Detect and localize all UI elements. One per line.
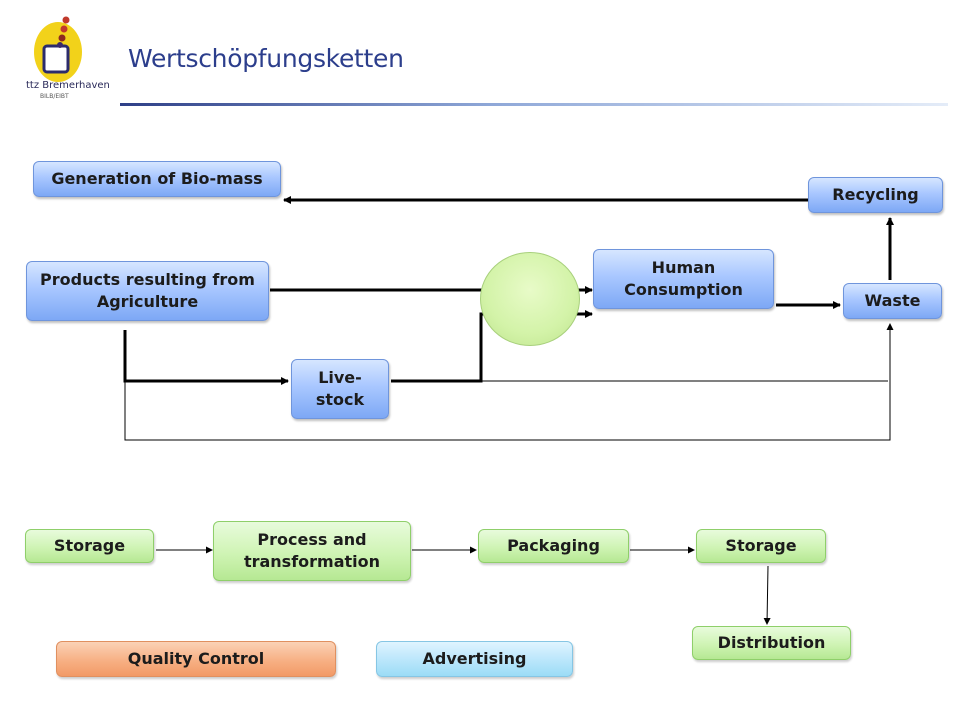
title-divider (120, 103, 948, 106)
arrow-products-to-livestock (123, 330, 289, 385)
box-human-consumption: Human Consumption (593, 249, 774, 309)
box-packaging: Packaging (478, 529, 629, 563)
box-waste: Waste (843, 283, 942, 319)
box-advertising: Advertising (376, 641, 573, 677)
logo-text: ttz Bremerhaven (26, 80, 110, 91)
box-livestock: Live-stock (291, 359, 389, 419)
box-generation-biomass: Generation of Bio-mass (33, 161, 281, 197)
logo-subtext: BILB/EIBT (40, 93, 69, 100)
box-distribution: Distribution (692, 626, 851, 660)
box-quality-control: Quality Control (56, 641, 336, 677)
box-storage-2: Storage (696, 529, 826, 563)
box-process-transformation: Process and transformation (213, 521, 411, 581)
circle-node (480, 252, 580, 346)
ttz-logo (22, 12, 102, 104)
box-products-agriculture: Products resulting from Agriculture (26, 261, 269, 321)
box-storage-1: Storage (25, 529, 154, 563)
box-recycling: Recycling (808, 177, 943, 213)
arrow-products-to-waste (124, 323, 894, 441)
logo-mark-icon (34, 16, 82, 82)
arrow-storage-to-distribution (763, 565, 771, 625)
page-title: Wertschöpfungsketten (128, 44, 404, 73)
